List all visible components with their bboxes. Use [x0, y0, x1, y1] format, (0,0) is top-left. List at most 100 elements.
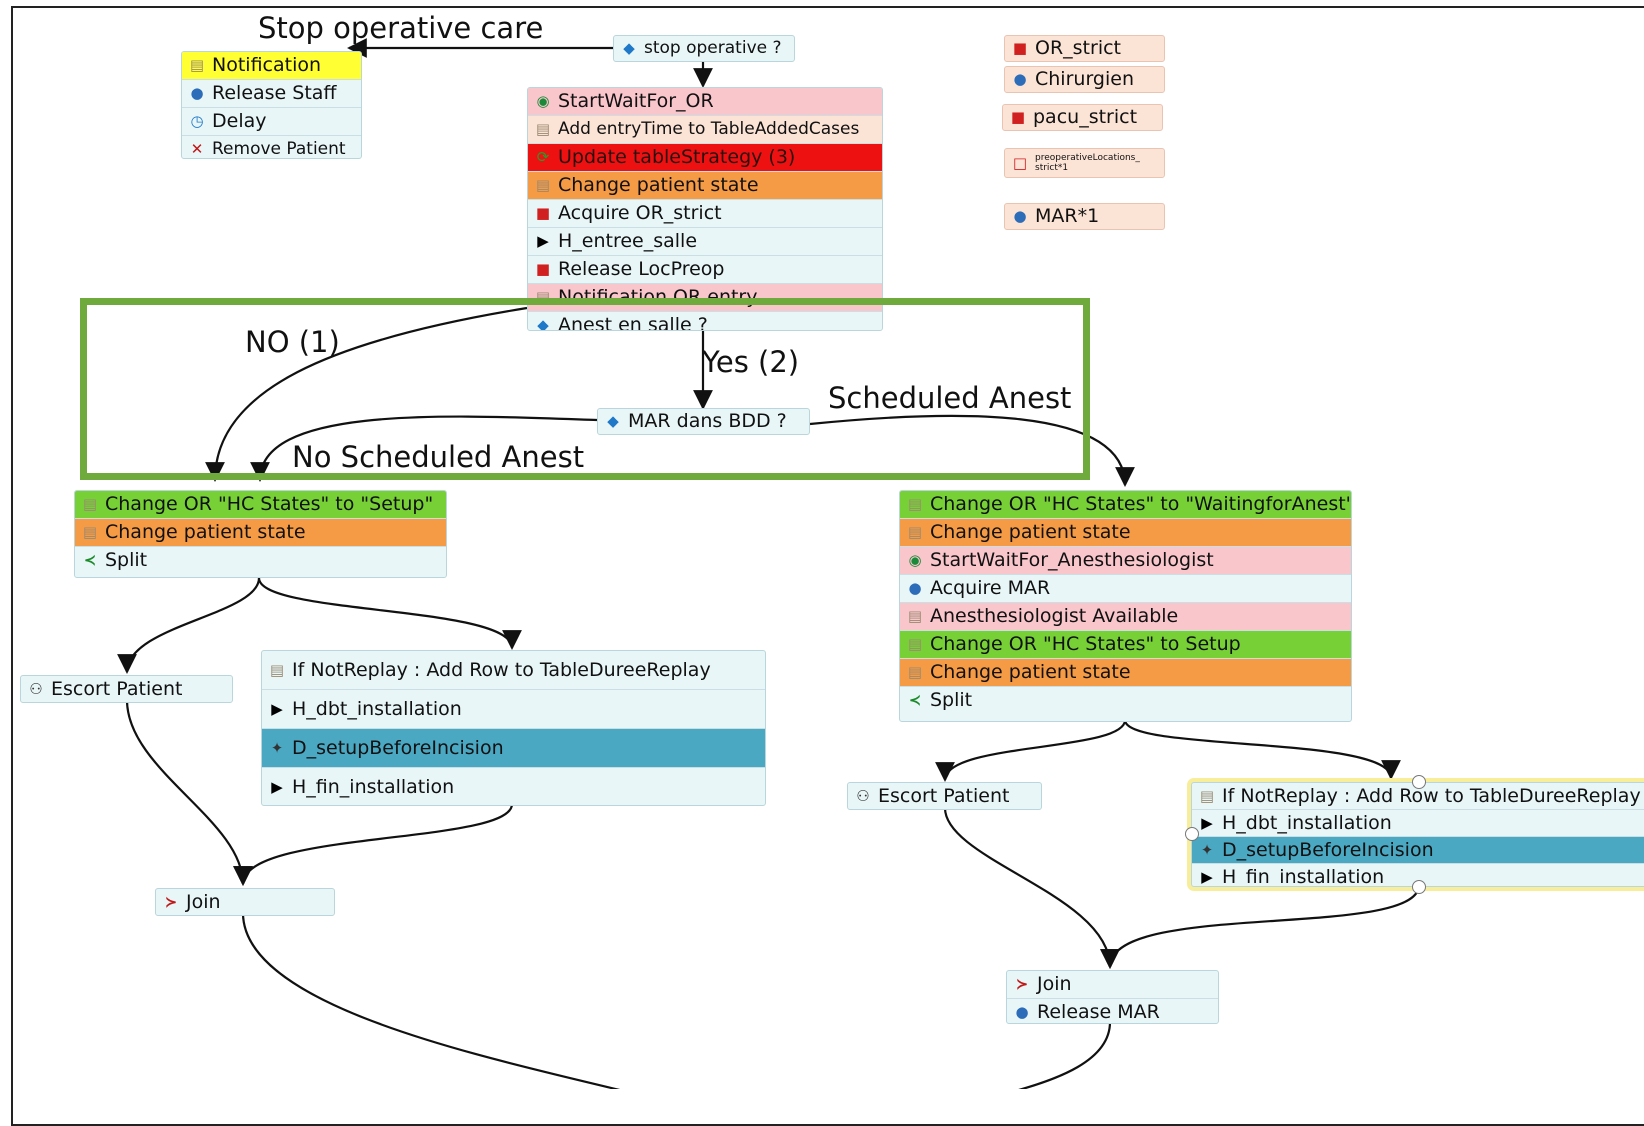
row-d-setup-before-incision[interactable]: ✦D_setupBeforeIncision — [262, 729, 765, 768]
row-escort-patient[interactable]: ⚇Escort Patient — [21, 676, 232, 702]
edge-split-left-to-escort — [117, 577, 261, 674]
main-block[interactable]: ◉StartWaitFor_OR ▤Add entryTime to Table… — [527, 87, 883, 331]
resource-pacu-strict[interactable]: ■pacu_strict — [1002, 104, 1163, 131]
row-h-dbt-installation[interactable]: ▶H_dbt_installation — [1192, 810, 1644, 837]
scroll-icon: ▤ — [907, 635, 923, 653]
row-h-fin-installation[interactable]: ▶H_fin_installation — [1192, 864, 1644, 887]
resize-handle-left[interactable] — [1185, 827, 1199, 841]
row-join[interactable]: ≻Join — [156, 889, 334, 915]
stop-block[interactable]: ▤Notification ●Release Staff ◷Delay ✕Rem… — [181, 51, 362, 159]
edge-replay-right-to-join — [1100, 884, 1421, 969]
scroll-icon: ▤ — [269, 661, 285, 679]
join-icon: ≻ — [164, 893, 178, 911]
right-block[interactable]: ▤Change OR "HC States" to "WaitingforAne… — [899, 490, 1352, 722]
flag-icon: ▶ — [271, 700, 283, 718]
join-right-block[interactable]: ≻Join ●Release MAR — [1006, 970, 1219, 1024]
decision-icon: ◆ — [607, 412, 619, 430]
edge-replay-left-to-join — [233, 803, 514, 886]
row-join[interactable]: ≻Join — [1007, 971, 1218, 999]
edge-join-right-out — [1018, 1021, 1112, 1089]
row-if-notreplay[interactable]: ▤If NotReplay : Add Row to TableDureeRep… — [262, 651, 765, 690]
row-split[interactable]: ≺Split — [75, 547, 446, 574]
row-d-setup-before-incision[interactable]: ✦D_setupBeforeIncision — [1192, 837, 1644, 864]
edge-join-left-out — [241, 912, 621, 1089]
replay-block-left[interactable]: ▤If NotReplay : Add Row to TableDureeRep… — [261, 650, 766, 806]
decision-stop-operative[interactable]: ◆ stop operative ? — [613, 35, 795, 62]
staff-icon: ● — [908, 579, 922, 597]
row-h-dbt-installation[interactable]: ▶H_dbt_installation — [262, 690, 765, 729]
resource-or-strict[interactable]: ■OR_strict — [1004, 35, 1165, 62]
row-startwait-or[interactable]: ◉StartWaitFor_OR — [528, 88, 882, 116]
edge-label-no-scheduled: No Scheduled Anest — [292, 440, 585, 474]
row-h-fin-installation[interactable]: ▶H_fin_installation — [262, 768, 765, 805]
row-anesthesiologist-available[interactable]: ▤Anesthesiologist Available — [900, 603, 1351, 631]
edge-escort-right-to-join — [943, 807, 1120, 969]
resize-handle-bottom[interactable] — [1412, 880, 1426, 894]
escort-patient-right[interactable]: ⚇Escort Patient — [847, 782, 1042, 810]
row-delay[interactable]: ◷Delay — [182, 108, 361, 136]
row-change-patient-state[interactable]: ▤Change patient state — [528, 172, 882, 200]
scroll-icon: ▤ — [907, 607, 923, 625]
row-if-notreplay[interactable]: ▤If NotReplay : Add Row to TableDureeRep… — [1192, 783, 1644, 810]
replay-block-right[interactable]: ▤If NotReplay : Add Row to TableDureeRep… — [1191, 782, 1644, 887]
edges-layer — [117, 38, 1421, 1089]
release-resource-icon: ■ — [535, 260, 551, 278]
row-change-patient-state[interactable]: ▤Change patient state — [900, 519, 1351, 547]
row-acquire-or[interactable]: ■Acquire OR_strict — [528, 200, 882, 228]
resource-preoperative-locations[interactable]: □preoperativeLocations_ strict*1 — [1004, 148, 1165, 178]
flag-icon: ▶ — [537, 232, 549, 250]
timer-icon: ◉ — [908, 551, 922, 569]
row-h-entree-salle[interactable]: ▶H_entree_salle — [528, 228, 882, 256]
row-notification[interactable]: ▤Notification — [182, 52, 361, 80]
timer-icon: ◉ — [536, 92, 550, 110]
edge-escort-left-to-join — [125, 699, 253, 886]
scroll-icon: ▤ — [907, 523, 923, 541]
edge-label-no1: NO (1) — [245, 325, 340, 359]
row-anest-en-salle[interactable]: ◆Anest en salle ? — [528, 312, 882, 331]
row-change-patient-state-2[interactable]: ▤Change patient state — [900, 659, 1351, 687]
edge-mar-to-left — [250, 415, 598, 482]
scroll-icon: ▤ — [907, 495, 923, 513]
edge-main-to-left — [205, 306, 528, 482]
decision-icon: ◆ — [537, 316, 549, 331]
decision-label: MAR dans BDD ? — [628, 410, 787, 432]
resize-handle-top[interactable] — [1412, 775, 1426, 789]
decision-icon: ◆ — [623, 39, 635, 57]
row-escort-patient[interactable]: ⚇Escort Patient — [848, 783, 1041, 809]
staff-icon: ● — [1013, 70, 1027, 88]
diagram-title: Stop operative care — [258, 11, 544, 45]
escort-patient-left[interactable]: ⚇Escort Patient — [20, 675, 233, 703]
resource-mar[interactable]: ●MAR*1 — [1004, 203, 1165, 230]
scroll-icon: ▤ — [1199, 786, 1215, 805]
acquire-resource-icon: ■ — [535, 204, 551, 222]
join-left[interactable]: ≻Join — [155, 888, 335, 916]
row-release-staff[interactable]: ●Release Staff — [182, 80, 361, 108]
row-add-entrytime[interactable]: ▤Add entryTime to TableAddedCases — [528, 116, 882, 144]
flag-icon: ▶ — [271, 778, 283, 796]
edge-mar-to-right — [809, 414, 1135, 487]
staff-icon: ● — [190, 84, 204, 102]
row-change-or-waiting[interactable]: ▤Change OR "HC States" to "WaitingforAne… — [900, 491, 1351, 519]
scroll-icon: ▤ — [535, 176, 551, 194]
flag-icon: ▶ — [1201, 813, 1213, 832]
cycle-icon: ⟳ — [536, 148, 550, 166]
resource-chirurgien[interactable]: ●Chirurgien — [1004, 66, 1165, 93]
delay-person-icon: ✦ — [270, 739, 284, 757]
scroll-icon: ▤ — [907, 663, 923, 681]
scroll-icon: ▤ — [82, 495, 98, 513]
edge-split-left-to-replay — [257, 577, 522, 650]
row-startwait-anesthesiologist[interactable]: ◉StartWaitFor_Anesthesiologist — [900, 547, 1351, 575]
row-acquire-mar[interactable]: ●Acquire MAR — [900, 575, 1351, 603]
decision-mar-dans-bdd[interactable]: ◆ MAR dans BDD ? — [597, 408, 810, 435]
row-split[interactable]: ≺Split — [900, 687, 1351, 714]
resource-icon: □ — [1012, 154, 1028, 172]
row-change-or-setup[interactable]: ▤Change OR "HC States" to Setup — [900, 631, 1351, 659]
left-block[interactable]: ▤Change OR "HC States" to "Setup" ▤Chang… — [74, 490, 447, 578]
row-change-patient-state[interactable]: ▤Change patient state — [75, 519, 446, 547]
split-icon: ≺ — [83, 551, 97, 569]
row-release-locpreop[interactable]: ■Release LocPreop — [528, 256, 882, 284]
row-change-or-setup[interactable]: ▤Change OR "HC States" to "Setup" — [75, 491, 446, 519]
row-release-mar[interactable]: ●Release MAR — [1007, 999, 1218, 1023]
row-remove-patient[interactable]: ✕Remove Patient — [182, 136, 361, 158]
row-update-tablestrategy[interactable]: ⟳Update tableStrategy (3) — [528, 144, 882, 172]
